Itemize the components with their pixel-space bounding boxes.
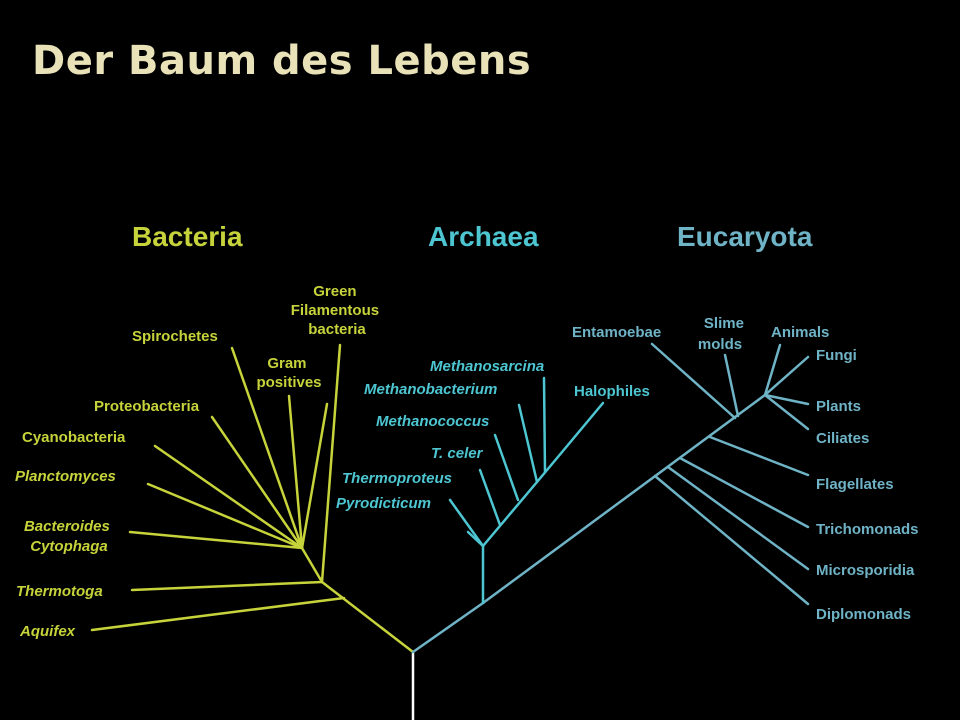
branch-ciliates xyxy=(763,393,810,431)
branch-gram-positives xyxy=(300,402,329,550)
domain-label-bacteria: Bacteria xyxy=(132,221,243,252)
label-microsporidia: Microsporidia xyxy=(816,562,915,579)
branch-slime-molds xyxy=(723,353,740,418)
branch-proteobacteria xyxy=(230,346,304,550)
branch-thermotoga xyxy=(130,580,324,592)
label-green-filamentous: Green Filamentous bacteria xyxy=(291,283,384,338)
label-t-celer: T. celer xyxy=(431,445,484,462)
branch-halophiles xyxy=(535,401,605,484)
label-ciliates: Ciliates xyxy=(816,430,869,447)
label-aquifex: Aquifex xyxy=(19,623,76,640)
label-animals: Animals xyxy=(771,324,829,341)
label-thermoproteus: Thermoproteus xyxy=(342,470,452,487)
label-halophiles: Halophiles xyxy=(574,383,650,400)
label-entamoebae: Entamoebae xyxy=(572,324,661,341)
branch-t-celer xyxy=(478,468,502,527)
label-plants: Plants xyxy=(816,398,861,415)
label-trichomonads: Trichomonads xyxy=(816,521,919,538)
branch-thermoproteus xyxy=(466,530,485,548)
branch-methanococcus xyxy=(493,433,520,502)
label-proteobacteria: Proteobacteria xyxy=(94,398,200,415)
label-diplomonads: Diplomonads xyxy=(816,606,911,623)
label-gram-positives: Gram positives xyxy=(256,355,321,391)
label-thermotoga: Thermotoga xyxy=(16,583,103,600)
branch-animals xyxy=(763,343,782,397)
branch-cyanobacteria xyxy=(210,415,304,550)
branch-pyrodicticum xyxy=(448,498,485,548)
branch-microsporidia xyxy=(666,465,810,571)
label-methanococcus: Methanococcus xyxy=(376,413,489,430)
branch-methanosarcina xyxy=(542,376,547,474)
label-methanobacterium: Methanobacterium xyxy=(364,381,497,398)
branch-methanobacterium xyxy=(517,403,539,484)
bacteria-inner-branch xyxy=(300,546,324,584)
label-slime-molds: Slime molds xyxy=(698,315,748,353)
archaea-inner xyxy=(481,480,539,548)
label-flagellates: Flagellates xyxy=(816,476,894,493)
slide-title: Der Baum des Lebens xyxy=(32,38,532,84)
domain-label-eucaryota: Eucaryota xyxy=(677,221,813,252)
branch-trichomonads xyxy=(678,456,810,529)
domain-label-archaea: Archaea xyxy=(428,221,539,252)
branch-spirochetes xyxy=(287,394,304,550)
eucaryota-branches xyxy=(650,342,810,606)
label-bacteroides: Bacteroides Cytophaga xyxy=(24,518,114,555)
label-cyanobacteria: Cyanobacteria xyxy=(22,429,126,446)
label-spirochetes: Spirochetes xyxy=(132,328,218,345)
archaea-eucaryota-branches xyxy=(411,376,767,654)
ae-main-branch xyxy=(411,601,485,654)
branch-aquifex xyxy=(90,596,346,632)
branch-entamoebae xyxy=(650,342,737,420)
bacteria-main-branch xyxy=(320,580,415,654)
eucaryota-main-branch xyxy=(481,393,767,605)
branch-bacteroides xyxy=(146,482,304,550)
branch-bacteroides-lower xyxy=(128,530,304,550)
branch-plants xyxy=(763,393,810,406)
label-fungi: Fungi xyxy=(816,347,857,364)
branch-flagellates xyxy=(708,435,810,477)
label-planctomyces: Planctomyces xyxy=(15,468,116,485)
label-pyrodicticum: Pyrodicticum xyxy=(336,495,431,512)
branch-diplomonads xyxy=(653,474,810,606)
bacteria-branches xyxy=(90,343,415,654)
branch-fungi xyxy=(763,355,810,397)
branch-planctomyces xyxy=(153,444,304,550)
label-methanosarcina: Methanosarcina xyxy=(430,358,544,375)
branch-green-filamentous xyxy=(320,343,342,584)
